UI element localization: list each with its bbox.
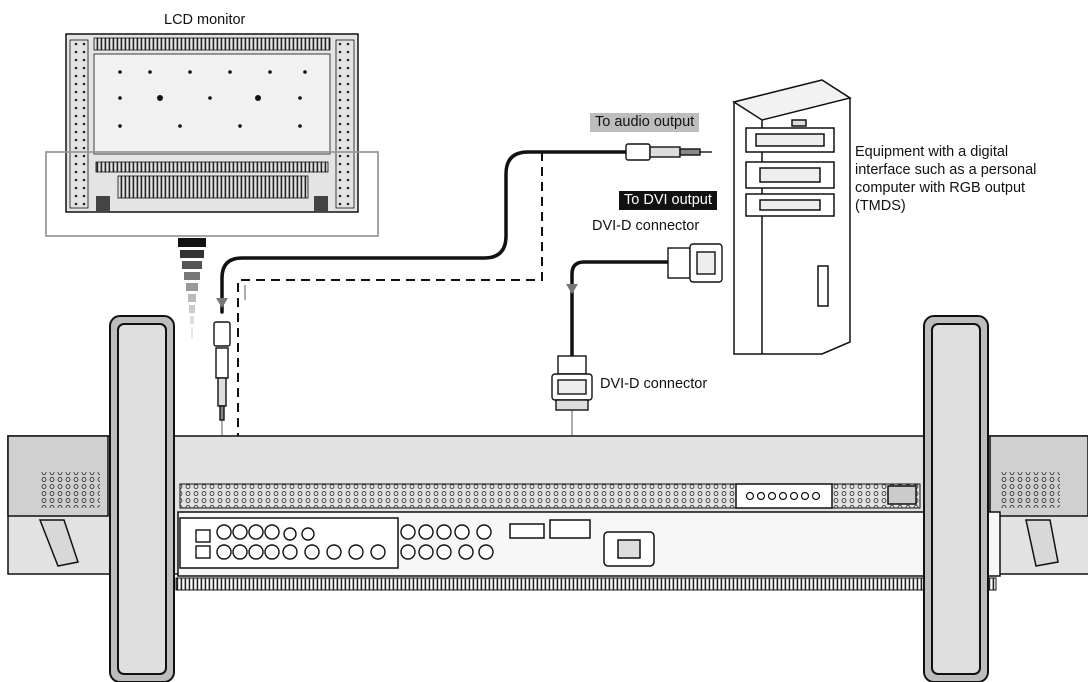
dvi-plug-monitor <box>551 355 593 411</box>
pc-tower <box>732 79 852 355</box>
speaker-left <box>109 315 175 682</box>
audio-cable <box>220 150 628 314</box>
dvi-plug-pc <box>667 243 723 283</box>
audio-cable-dashed <box>237 152 543 512</box>
speaker-right <box>923 315 989 682</box>
monitor-rear <box>7 435 1088 591</box>
audio-plug-right <box>625 143 712 161</box>
dvi-d-connector-label-top: DVI-D connector <box>592 218 700 234</box>
dvi-cable <box>570 260 670 358</box>
direction-arrows <box>216 284 578 308</box>
audio-plug-left <box>213 321 231 421</box>
highlight-box <box>45 151 379 237</box>
to-audio-output-label: To audio output <box>590 113 700 132</box>
zoom-arrow <box>178 238 206 339</box>
dvi-d-connector-label-bottom: DVI-D connector <box>600 376 708 392</box>
lcd-monitor-thumbnail <box>45 33 379 237</box>
lcd-monitor-label: LCD monitor <box>164 12 246 28</box>
equipment-description: Equipment with a digital interface such … <box>855 144 1037 214</box>
to-dvi-output-label: To DVI output <box>619 191 717 210</box>
